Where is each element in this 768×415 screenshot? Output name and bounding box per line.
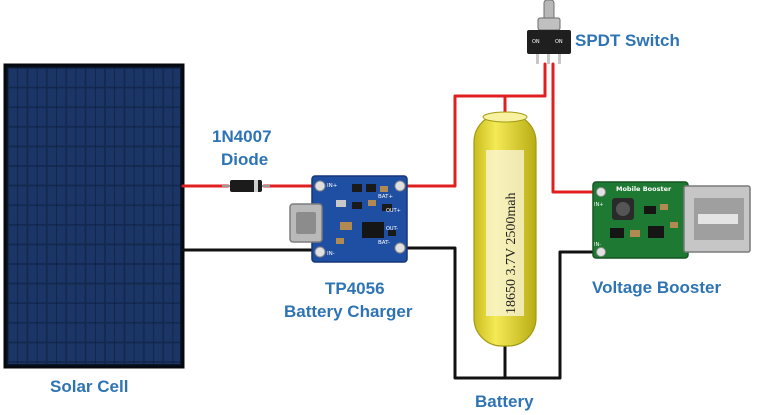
solar-panel bbox=[3, 63, 185, 369]
booster-print: Mobile Booster bbox=[616, 185, 672, 193]
charger-pin-bat-plus: BAT+ bbox=[378, 194, 393, 200]
label-diode-name: Diode bbox=[221, 150, 269, 169]
charger-pin-bat-minus: BAT- bbox=[378, 240, 390, 246]
label-voltage-booster: Voltage Booster bbox=[592, 278, 722, 297]
diode bbox=[222, 180, 270, 192]
charger-pin-in-minus: IN- bbox=[327, 251, 335, 257]
booster-pin-in-plus: IN+ bbox=[594, 202, 603, 208]
battery-cell: 18650 3.7V 2500mah bbox=[473, 111, 537, 347]
label-diode-part: 1N4007 bbox=[212, 127, 272, 146]
label-charger-name: Battery Charger bbox=[284, 302, 413, 321]
label-battery: Battery bbox=[475, 392, 534, 411]
charger-pin-out-plus: OUT+ bbox=[386, 208, 401, 214]
wire-battery-to-booster-ground bbox=[503, 250, 600, 380]
spdt-switch: ON ON bbox=[527, 0, 571, 64]
booster-pin-in-minus: IN- bbox=[594, 242, 601, 248]
tp4056-board: IN+ IN- BAT+ BAT- OUT+ OUT- bbox=[289, 175, 408, 263]
charger-pin-out-minus: OUT- bbox=[386, 226, 398, 232]
switch-print-right: ON bbox=[555, 39, 563, 45]
battery-print: 18650 3.7V 2500mah bbox=[504, 193, 519, 314]
wire-charger-bat-minus bbox=[403, 246, 507, 380]
wiring bbox=[181, 62, 600, 380]
switch-print-left: ON bbox=[532, 39, 540, 45]
label-spdt-switch: SPDT Switch bbox=[575, 31, 680, 50]
label-charger-part: TP4056 bbox=[325, 279, 385, 298]
charger-pin-in-plus: IN+ bbox=[327, 183, 338, 189]
wire-switch-to-booster bbox=[551, 62, 600, 194]
wire-charger-bat-plus bbox=[403, 94, 507, 188]
label-solar-cell: Solar Cell bbox=[50, 377, 129, 396]
voltage-booster-board: Mobile Booster IN+ IN- bbox=[592, 181, 751, 259]
wire-battery-to-switch bbox=[503, 62, 547, 98]
